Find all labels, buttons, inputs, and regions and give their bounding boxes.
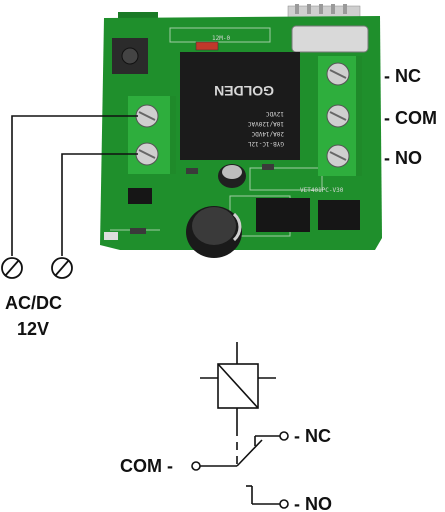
relay-brand: GOLDEN: [214, 83, 274, 99]
schematic-label-no: - NO: [294, 494, 332, 512]
crystal-oscillator: [291, 25, 369, 53]
terminal-block-left: [128, 96, 176, 174]
diode: [195, 41, 219, 51]
relay-spec-line: 10A/120VAC: [247, 120, 284, 127]
relay-spec-line: 12VDC: [266, 110, 284, 117]
smd-resistor: [186, 168, 198, 174]
power-label-voltage: 12V: [17, 319, 49, 339]
relay-body: [180, 52, 300, 160]
relay-pcb-board: 12M-0 GYB-1C-12L 20A/14VDC 10A/120VAC 12…: [100, 4, 382, 258]
relay-spec-line: GYB-1C-12L: [247, 140, 284, 147]
chip-label: VET401PC-V30: [300, 187, 344, 194]
smd-resistor: [104, 232, 118, 240]
nc-contact: [279, 431, 289, 441]
power-label-type: AC/DC: [5, 293, 62, 313]
relay-schematic: [191, 342, 289, 509]
switch-arm: [236, 439, 263, 467]
push-button-cap: [121, 47, 139, 65]
transistor: [128, 188, 152, 204]
no-contact: [279, 499, 289, 509]
header-strip-left: [118, 12, 158, 22]
power-wires: [11, 115, 138, 256]
smd-resistor: [262, 164, 274, 170]
relay: GYB-1C-12L 20A/14VDC 10A/120VAC 12VDC GO…: [180, 52, 300, 160]
crystal-label: 12M-0: [212, 35, 230, 42]
power-wire-1: [11, 115, 138, 256]
ic-chip: [256, 198, 310, 232]
terminal-label-no: - NO: [384, 148, 422, 168]
schematic-label-com: COM -: [120, 456, 173, 476]
terminal-label-nc: - NC: [384, 66, 421, 86]
power-terminals: [1, 257, 73, 279]
com-contact: [191, 461, 201, 471]
relay-spec-line: 20A/14VDC: [251, 130, 284, 137]
power-wire-2: [61, 153, 138, 256]
smd-resistor: [130, 228, 146, 234]
ic-chip-small: [318, 200, 360, 230]
terminal-label-com: - COM: [384, 108, 437, 128]
schematic-label-nc: - NC: [294, 426, 331, 446]
terminal-block-right: [318, 56, 362, 176]
header-pins: [295, 4, 347, 14]
